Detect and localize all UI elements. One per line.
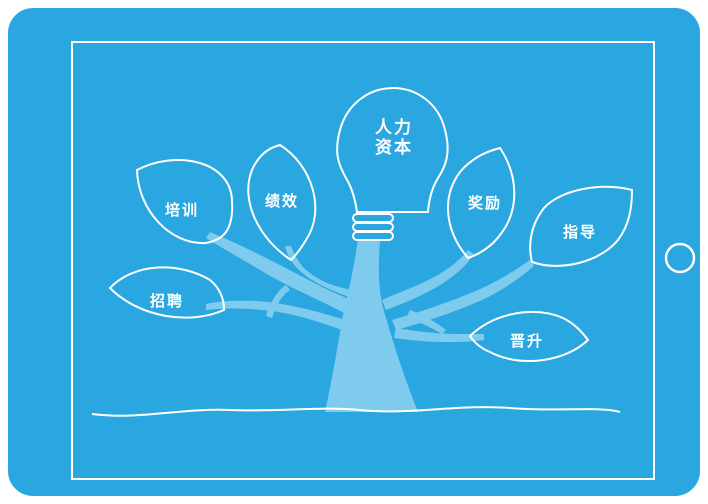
bulb-label-line-1: 人力	[375, 118, 413, 138]
tree-trunk	[325, 240, 418, 412]
branch-small-right	[406, 310, 446, 334]
leaf-label-guidance: 指导	[562, 223, 597, 241]
screen-border	[71, 41, 655, 480]
home-button-icon[interactable]	[664, 242, 696, 274]
leaf-promotion	[468, 311, 590, 363]
branch-recruitment	[206, 300, 346, 330]
leaf-label-performance: 绩效	[264, 192, 299, 210]
bulb-label: 人力 资本	[366, 118, 422, 158]
leaf-guidance	[529, 185, 634, 267]
leaf-label-training: 培训	[164, 201, 199, 219]
branch-training	[206, 232, 352, 315]
branch-guidance	[392, 260, 534, 330]
bulb-label-line-2: 资本	[375, 138, 413, 158]
leaf-label-promotion: 晋升	[509, 332, 544, 350]
tablet-body	[6, 6, 702, 498]
leaf-label-recruitment: 招聘	[149, 292, 184, 310]
leaf-reward	[447, 146, 516, 260]
lightbulb-icon	[336, 86, 449, 241]
leaf-training	[135, 159, 234, 245]
leaves	[108, 143, 634, 363]
bulb-base-ring-3	[352, 231, 394, 241]
ground-line	[91, 406, 621, 417]
leaf-performance	[247, 143, 317, 262]
branch-performance	[285, 246, 354, 298]
leaf-label-reward: 奖励	[467, 194, 502, 212]
tree	[206, 232, 534, 412]
branch-reward	[382, 250, 474, 310]
branch-small-left	[266, 285, 290, 318]
bulb-glass	[336, 86, 449, 213]
branch-promotion	[394, 328, 484, 342]
leaf-recruitment	[108, 266, 226, 319]
